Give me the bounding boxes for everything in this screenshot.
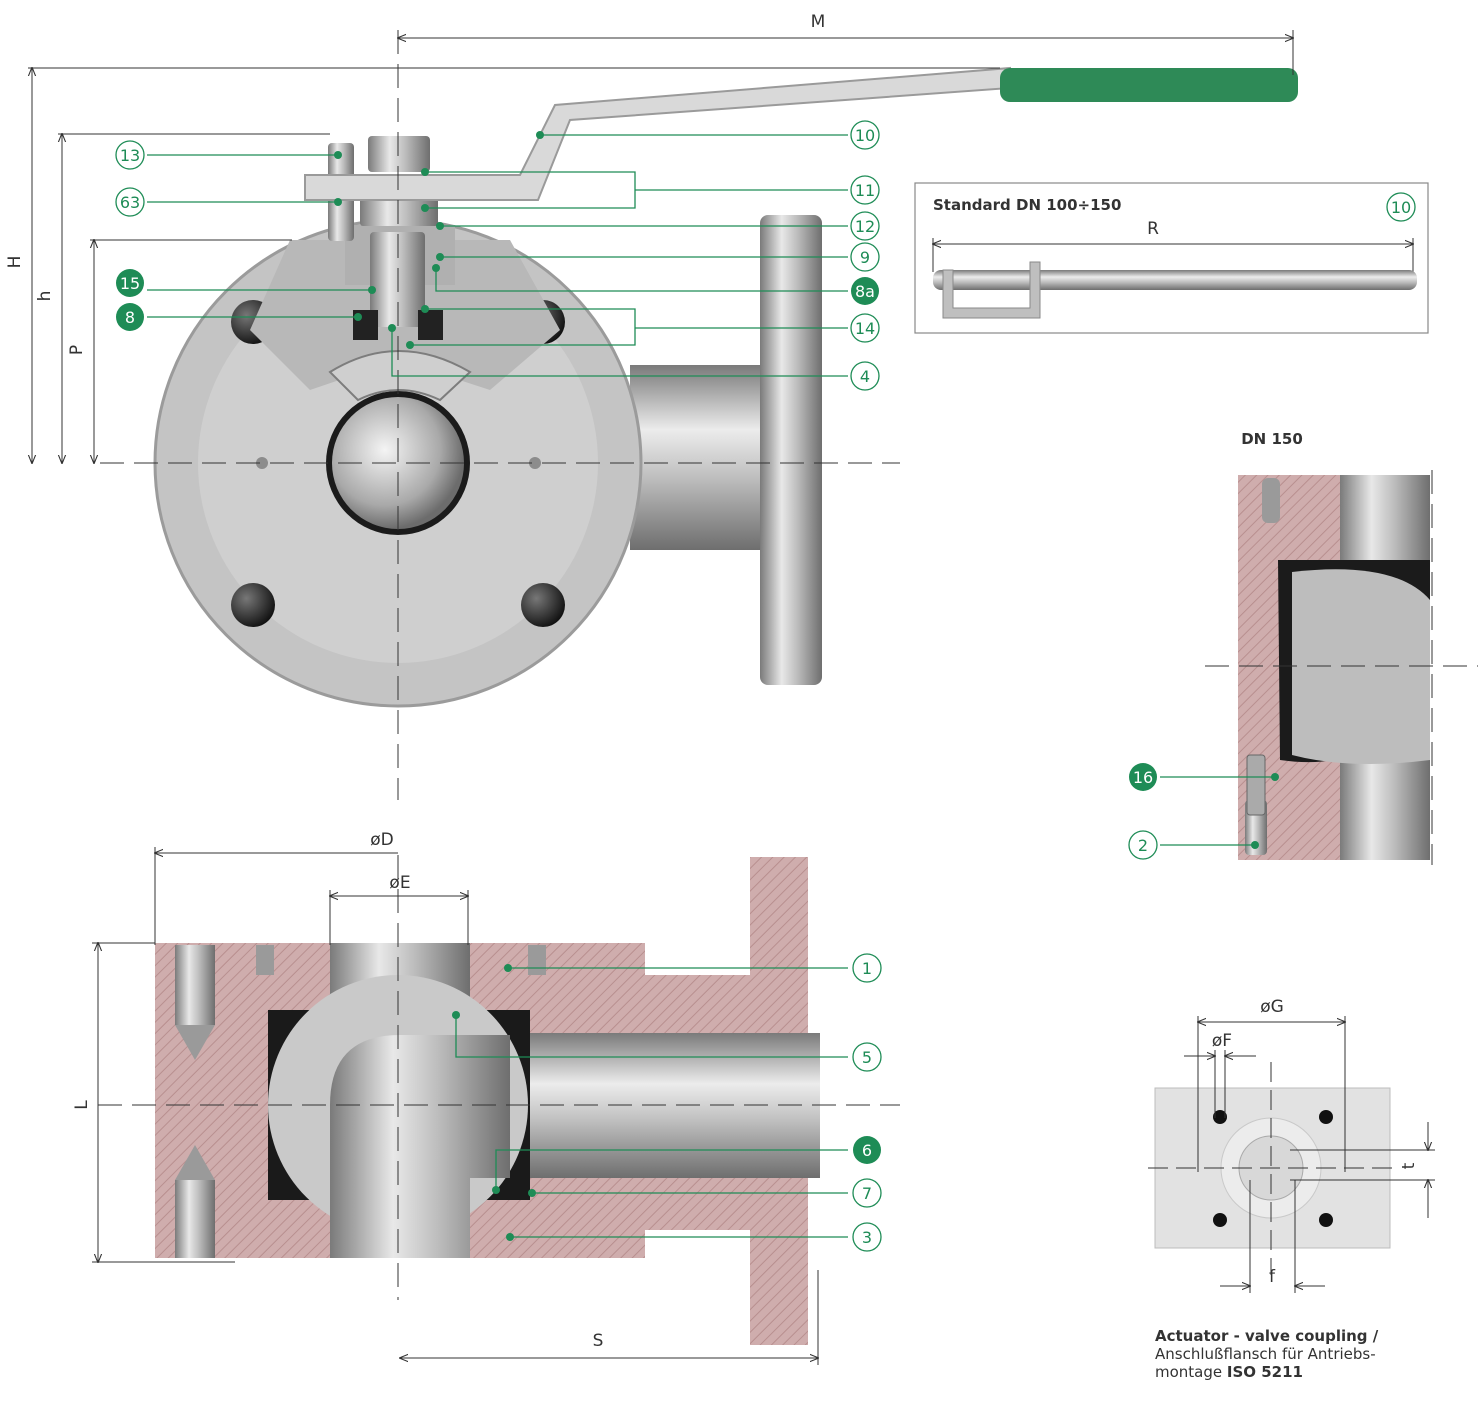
coupling-hole — [1319, 1213, 1333, 1227]
dimension-S: S — [400, 1270, 818, 1365]
dim-label-M: M — [811, 12, 826, 32]
callout-5: 5 — [452, 1011, 882, 1072]
dimension-M: M — [398, 12, 1293, 75]
dim-label-f: f — [1269, 1267, 1276, 1287]
caption-line-1: Actuator - valve coupling / — [1155, 1327, 1379, 1345]
label-12: 12 — [855, 217, 875, 236]
dimension-L: L — [72, 943, 235, 1262]
coupling-flange-view: øG øF t f — [1148, 997, 1435, 1293]
callout-13: 13 — [115, 140, 342, 170]
side-flange — [760, 215, 822, 685]
label-5: 5 — [862, 1048, 872, 1067]
callout-7: 7 — [528, 1178, 882, 1208]
dim-label-L: L — [72, 1100, 92, 1110]
valve-front-view — [153, 66, 1298, 708]
label-1: 1 — [862, 959, 872, 978]
dim-label-P: P — [67, 345, 87, 355]
label-10-inset: 10 — [1391, 198, 1411, 217]
dimension-H: H — [5, 68, 1000, 463]
standard-lever-inset: Standard DN 100÷150 10 R — [914, 182, 1429, 334]
label-15: 15 — [120, 274, 140, 293]
valve-section-view — [155, 857, 820, 1345]
callout-14: 14 — [406, 305, 880, 349]
side-pipe — [630, 365, 770, 550]
label-10: 10 — [855, 126, 875, 145]
stud-tip-top — [175, 1025, 215, 1060]
hand-lever — [304, 66, 1011, 201]
dim-label-G: øG — [1260, 997, 1284, 1017]
dn150-title: DN 150 — [1241, 430, 1303, 448]
callout-8a: 8a — [432, 264, 879, 305]
label-13: 13 — [120, 146, 140, 165]
inset-lever-bracket — [942, 261, 1041, 319]
coupling-hole — [1213, 1213, 1227, 1227]
caption-line-2: Anschlußflansch für Antriebs- — [1155, 1345, 1376, 1363]
callout-6: 6 — [492, 1136, 881, 1194]
callout-4: 4 — [388, 324, 880, 391]
dim-label-h: h — [35, 291, 55, 302]
dim-label-D: øD — [370, 830, 394, 850]
stem-nut — [368, 136, 430, 172]
label-14: 14 — [855, 319, 875, 338]
coupling-hole — [1213, 1110, 1227, 1124]
callout-8: 8 — [116, 303, 362, 331]
dn150-spring — [1246, 754, 1266, 816]
label-8: 8 — [125, 308, 135, 327]
callout-11: 11 — [421, 168, 880, 212]
caption-iso: ISO 5211 — [1226, 1363, 1303, 1381]
callout-9: 9 — [436, 242, 880, 272]
dim-label-S: S — [593, 1331, 604, 1351]
dn150-detail: DN 150 16 2 — [1128, 430, 1478, 865]
stud-top — [175, 945, 215, 1025]
coupling-hole — [1319, 1110, 1333, 1124]
callout-12: 12 — [436, 211, 880, 241]
dimension-h: h — [35, 134, 330, 463]
label-4: 4 — [860, 367, 870, 386]
label-11: 11 — [855, 181, 875, 200]
dn150-screw — [1262, 478, 1280, 523]
dim-label-F: øF — [1212, 1031, 1232, 1051]
pin — [256, 457, 268, 469]
packing — [418, 310, 443, 340]
dimension-E: øE — [330, 873, 468, 945]
label-16: 16 — [1133, 768, 1153, 787]
label-9: 9 — [860, 248, 870, 267]
callout-10: 10 — [536, 120, 880, 150]
dim-label-H: H — [5, 256, 25, 269]
label-6: 6 — [862, 1141, 872, 1160]
dimension-D: øD — [155, 830, 398, 945]
label-7: 7 — [862, 1184, 872, 1203]
callout-1: 1 — [504, 953, 882, 983]
caption-line-3: montage — [1155, 1363, 1227, 1381]
gland-nut — [360, 198, 438, 226]
dim-label-E: øE — [389, 873, 410, 893]
inset-lever — [933, 270, 1417, 290]
ball — [332, 397, 464, 529]
stud-bottom — [175, 1180, 215, 1258]
pin — [529, 457, 541, 469]
label-2: 2 — [1138, 836, 1148, 855]
lever-grip — [1000, 68, 1298, 102]
ball-l-port — [330, 1035, 510, 1258]
screw-left — [256, 945, 274, 975]
screw-right — [528, 945, 546, 975]
callout-3: 3 — [506, 1222, 882, 1252]
callout-63: 63 — [115, 187, 342, 217]
dn150-ball — [1292, 569, 1430, 764]
inset-title: Standard DN 100÷150 — [933, 196, 1121, 214]
bolt-hole — [231, 583, 275, 627]
label-8a: 8a — [855, 282, 875, 301]
stud-tip-bottom — [175, 1145, 215, 1180]
label-63: 63 — [120, 193, 140, 212]
dimension-P: P — [67, 240, 292, 463]
label-3: 3 — [862, 1228, 872, 1247]
dim-label-R: R — [1147, 219, 1159, 239]
coupling-caption: Actuator - valve coupling / Anschlußflan… — [1155, 1327, 1475, 1381]
callout-15: 15 — [116, 269, 376, 297]
dim-label-t: t — [1399, 1162, 1419, 1169]
bolt-hole — [521, 583, 565, 627]
